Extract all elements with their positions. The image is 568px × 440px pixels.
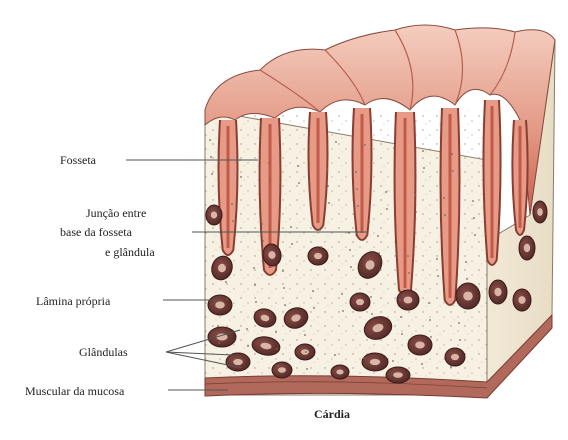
label-juncao-line1: Junção entre [86, 206, 147, 220]
gland [225, 352, 251, 372]
gland [363, 316, 393, 340]
gland [207, 294, 233, 316]
gland [385, 366, 411, 384]
gland [251, 336, 281, 356]
label-fosseta: Fosseta [60, 153, 96, 167]
gastric-pits [217, 99, 529, 306]
gland [518, 235, 536, 261]
label-lamina-propria: Lâmina própria [36, 294, 111, 308]
leader-glandulas-2 [165, 351, 233, 356]
gland [512, 288, 532, 312]
gland [211, 255, 233, 281]
gland [271, 361, 293, 379]
gland [444, 347, 466, 367]
gland [330, 364, 350, 380]
gland [361, 352, 389, 372]
gland [294, 343, 316, 361]
muscularis-mucosae [204, 313, 553, 399]
gland [488, 279, 508, 305]
cardiac-glands [205, 200, 548, 384]
gland [407, 334, 433, 356]
gland [262, 243, 282, 267]
gland [253, 308, 277, 328]
gland [532, 200, 548, 224]
gland [349, 292, 371, 312]
label-juncao-line3: e glândula [105, 245, 155, 259]
lamina-nuclei [209, 139, 476, 370]
gland [207, 326, 237, 348]
gland [283, 307, 309, 329]
gland [396, 289, 420, 311]
gland [205, 204, 223, 226]
diagram-title: Cárdia [314, 407, 350, 421]
gland [455, 282, 481, 310]
gastric-surface-epithelium [204, 24, 556, 216]
label-glandulas: Glândulas [79, 345, 128, 359]
leader-glandulas-3 [165, 351, 243, 369]
label-juncao-line2: base da fosseta [60, 225, 132, 239]
label-muscular-mucosa: Muscular da mucosa [25, 384, 125, 398]
gland [307, 246, 329, 266]
leader-glandulas-1 [165, 329, 241, 353]
